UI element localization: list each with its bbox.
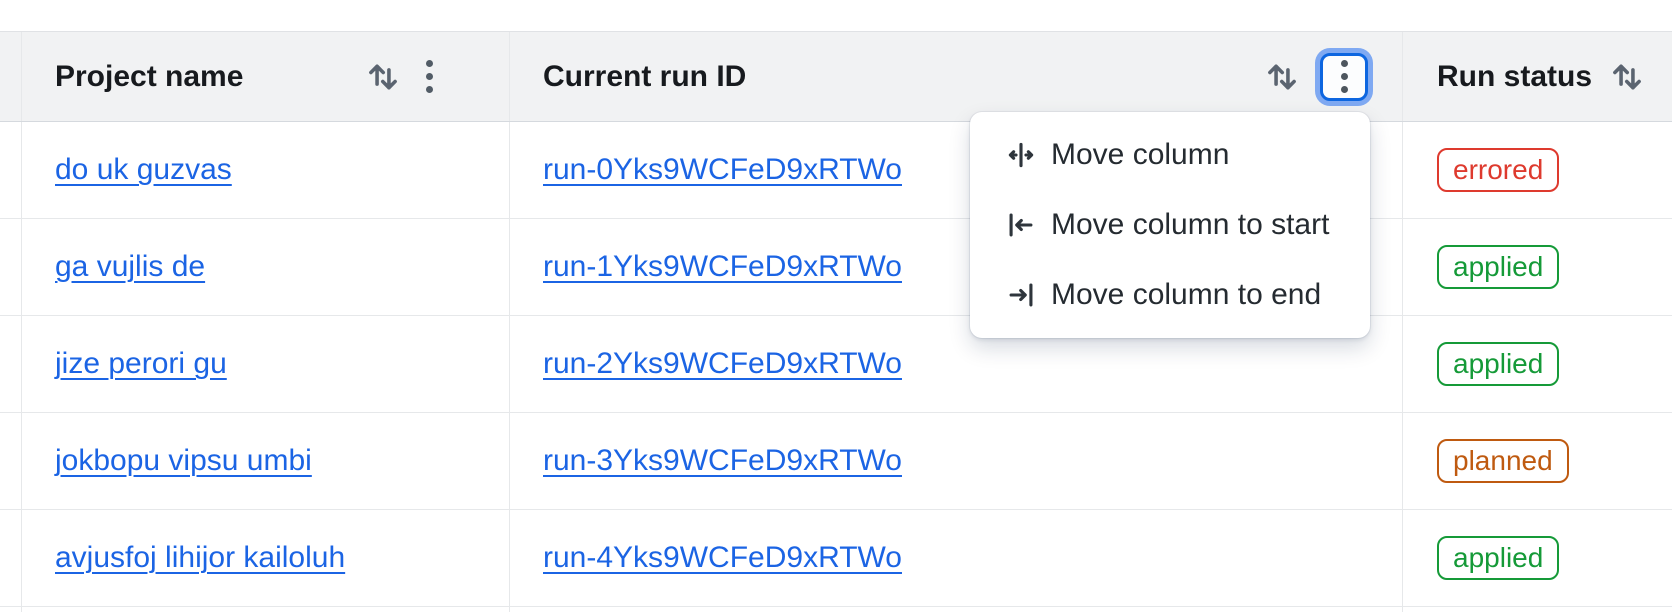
column-label-run-status: Run status <box>1437 59 1593 93</box>
run-id-header-controls <box>1263 52 1402 101</box>
column-label-current-run-id: Current run ID <box>543 59 747 93</box>
header-cell-current-run-id: Current run ID <box>510 32 1403 121</box>
project-link[interactable]: avjusfoj lihijor kailoluh <box>55 541 346 574</box>
table-row: do uk guzvas run-0Yks9WCFeD9xRTWo errore… <box>0 122 1672 219</box>
row-cell-project: avjusfoj lihijor kailoluh <box>22 510 510 606</box>
row-cell-clipped <box>0 510 22 606</box>
project-header-controls <box>364 58 509 96</box>
row-cell-run-id: run-4Yks9WCFeD9xRTWo <box>510 510 1403 606</box>
row-cell-clipped <box>0 122 22 218</box>
column-options-menu: Move column Move column to start Move co… <box>970 112 1370 338</box>
row-cell-status: applied <box>1403 219 1672 315</box>
move-column-to-start-icon <box>1009 213 1033 237</box>
project-link[interactable]: jize perori gu <box>55 347 227 380</box>
menu-item-move-column[interactable]: Move column <box>970 120 1370 190</box>
more-icon[interactable] <box>424 58 435 95</box>
row-cell-run-id: run-2Yks9WCFeD9xRTWo <box>510 316 1403 412</box>
sort-icon[interactable] <box>1263 58 1301 96</box>
project-link[interactable]: ga vujlis de <box>55 250 206 283</box>
status-badge: applied <box>1437 536 1560 580</box>
menu-item-label: Move column <box>1051 138 1230 171</box>
column-options-button-active[interactable] <box>1320 52 1368 101</box>
row-cell-project: do uk guzvas <box>22 122 510 218</box>
run-link[interactable]: run-0Yks9WCFeD9xRTWo <box>543 153 902 186</box>
row-cell-clipped <box>0 316 22 412</box>
header-cell-project-name: Project name <box>22 32 510 121</box>
status-badge: errored <box>1437 148 1560 192</box>
run-link[interactable]: run-1Yks9WCFeD9xRTWo <box>543 250 902 283</box>
table-row-partial <box>0 607 1672 612</box>
table-body: do uk guzvas run-0Yks9WCFeD9xRTWo errore… <box>0 122 1672 607</box>
menu-item-move-column-to-end[interactable]: Move column to end <box>970 260 1370 330</box>
row-cell-run-id: run-0Yks9WCFeD9xRTWo <box>510 122 1403 218</box>
header-cell-run-status: Run status <box>1403 32 1672 121</box>
column-label-project-name: Project name <box>55 59 244 93</box>
row-cell-status: errored <box>1403 122 1672 218</box>
menu-item-move-column-to-start[interactable]: Move column to start <box>970 190 1370 260</box>
status-badge: applied <box>1437 245 1560 289</box>
move-column-icon <box>1008 142 1034 168</box>
status-badge: planned <box>1437 439 1569 483</box>
project-link[interactable]: do uk guzvas <box>55 153 232 186</box>
run-link[interactable]: run-3Yks9WCFeD9xRTWo <box>543 444 902 477</box>
run-link[interactable]: run-2Yks9WCFeD9xRTWo <box>543 347 902 380</box>
move-column-to-end-icon <box>1009 283 1033 307</box>
projects-table: Project name Current run ID <box>0 31 1672 612</box>
row-cell-clipped <box>0 219 22 315</box>
table-header-row: Project name Current run ID <box>0 31 1672 122</box>
row-cell-project: ga vujlis de <box>22 219 510 315</box>
status-badge: applied <box>1437 342 1560 386</box>
row-cell-status: applied <box>1403 510 1672 606</box>
row-cell-project: jize perori gu <box>22 316 510 412</box>
row-cell-status: applied <box>1403 316 1672 412</box>
table-row: jokbopu vipsu umbi run-3Yks9WCFeD9xRTWo … <box>0 413 1672 510</box>
row-cell-clipped <box>0 413 22 509</box>
table-row: avjusfoj lihijor kailoluh run-4Yks9WCFeD… <box>0 510 1672 607</box>
status-header-controls <box>1608 58 1672 96</box>
header-cell-clipped <box>0 32 22 121</box>
project-link[interactable]: jokbopu vipsu umbi <box>55 444 312 477</box>
table-row: ga vujlis de run-1Yks9WCFeD9xRTWo applie… <box>0 219 1672 316</box>
sort-icon[interactable] <box>1608 58 1646 96</box>
table-row: jize perori gu run-2Yks9WCFeD9xRTWo appl… <box>0 316 1672 413</box>
row-cell-status: planned <box>1403 413 1672 509</box>
run-link[interactable]: run-4Yks9WCFeD9xRTWo <box>543 541 902 574</box>
row-cell-project: jokbopu vipsu umbi <box>22 413 510 509</box>
menu-item-label: Move column to start <box>1051 208 1330 241</box>
sort-icon[interactable] <box>364 58 402 96</box>
menu-item-label: Move column to end <box>1051 278 1322 311</box>
row-cell-run-id: run-3Yks9WCFeD9xRTWo <box>510 413 1403 509</box>
row-cell-run-id: run-1Yks9WCFeD9xRTWo <box>510 219 1403 315</box>
